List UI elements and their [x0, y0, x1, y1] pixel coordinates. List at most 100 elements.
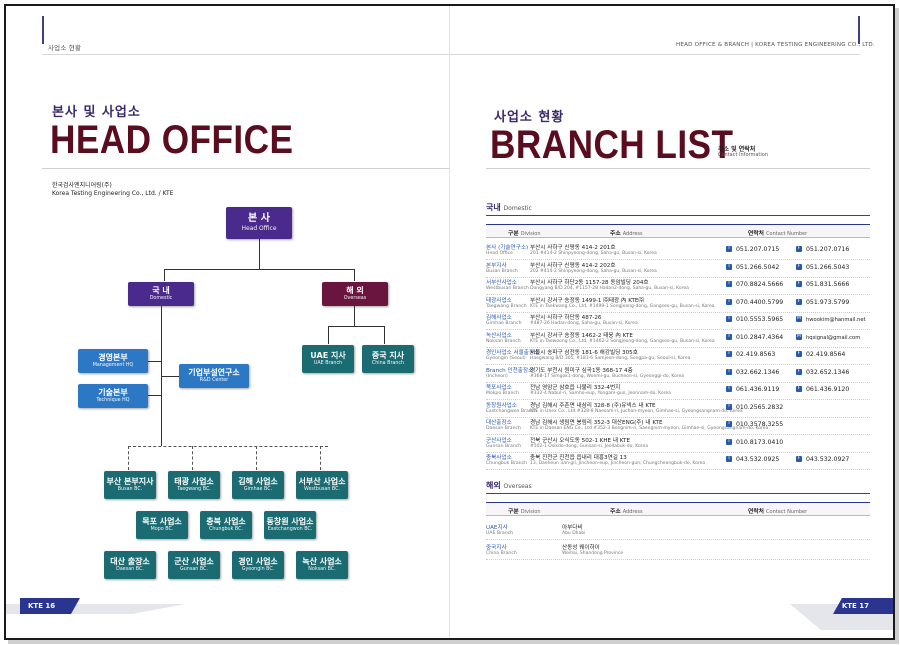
mail-icon: M	[796, 333, 802, 340]
spread-frame: 사업소 현황 본사 및 사업소 HEAD OFFICE 한국검사엔지니어링(주)…	[4, 4, 895, 640]
org-connector	[259, 239, 260, 269]
title-rule	[486, 168, 870, 169]
spine	[449, 6, 450, 638]
right-page: HEAD OFFICE & BRANCH | KOREA TESTING ENG…	[450, 6, 893, 638]
right-subtitle-en: Contact Information	[718, 152, 768, 158]
org-connector	[161, 376, 179, 377]
right-subtitle-kr: 주소 및 연락처	[718, 146, 756, 153]
phone-icon: T	[726, 263, 732, 270]
org-connector	[384, 326, 385, 344]
company-name-en: Korea Testing Engineering Co., Ltd. / KT…	[52, 190, 174, 197]
header-accent-bar	[42, 16, 44, 44]
row-division: Branch 인천출장소(Incheon)	[486, 367, 534, 379]
left-title-en: HEAD OFFICE	[50, 118, 294, 162]
org-connector	[146, 361, 161, 362]
right-header-label: HEAD OFFICE & BRANCH | KOREA TESTING ENG…	[676, 42, 875, 48]
left-header-label: 사업소 현황	[48, 44, 82, 52]
phone-icon: T	[726, 246, 732, 252]
phone-icon: T	[726, 421, 732, 427]
row-division: 본사 (기술연구소)Head Office	[486, 245, 529, 257]
fax-icon: F	[796, 281, 802, 287]
domestic-rule	[486, 215, 870, 216]
right-title-en: BRANCH LIST	[490, 123, 734, 167]
footer-swoosh	[6, 604, 186, 614]
company-name-kr: 한국검사엔지니어링(주)	[52, 182, 112, 189]
org-connector	[328, 326, 329, 344]
fax-icon: F	[796, 298, 802, 305]
row-address: 부산시 사하구 하단동 487-26#487-26 Hadan-dong, Sa…	[530, 315, 638, 327]
header-rule	[450, 54, 860, 55]
org-connector	[146, 395, 161, 396]
row-address: 전북 군산시 오식도동 502-1 KHE 내 KTE#502-1 Osikdo…	[530, 437, 649, 449]
phone-icon: T	[726, 438, 732, 445]
fax-icon: F	[796, 456, 802, 462]
right-title-kr: 사업소 현황	[494, 110, 565, 125]
org-dashed-connector	[192, 446, 193, 470]
fax-icon: F	[796, 263, 802, 270]
title-rule	[42, 168, 449, 169]
fax-icon: F	[796, 246, 802, 252]
org-connector	[164, 269, 165, 281]
org-dashed-connector	[256, 446, 257, 470]
header-rule	[42, 54, 449, 55]
phone-icon: T	[726, 456, 732, 462]
overseas-table-header: 구분 Division 주소 Address 연락처 Contact Numbe…	[486, 502, 870, 516]
overseas-heading: 해외 Overseas	[486, 481, 532, 490]
